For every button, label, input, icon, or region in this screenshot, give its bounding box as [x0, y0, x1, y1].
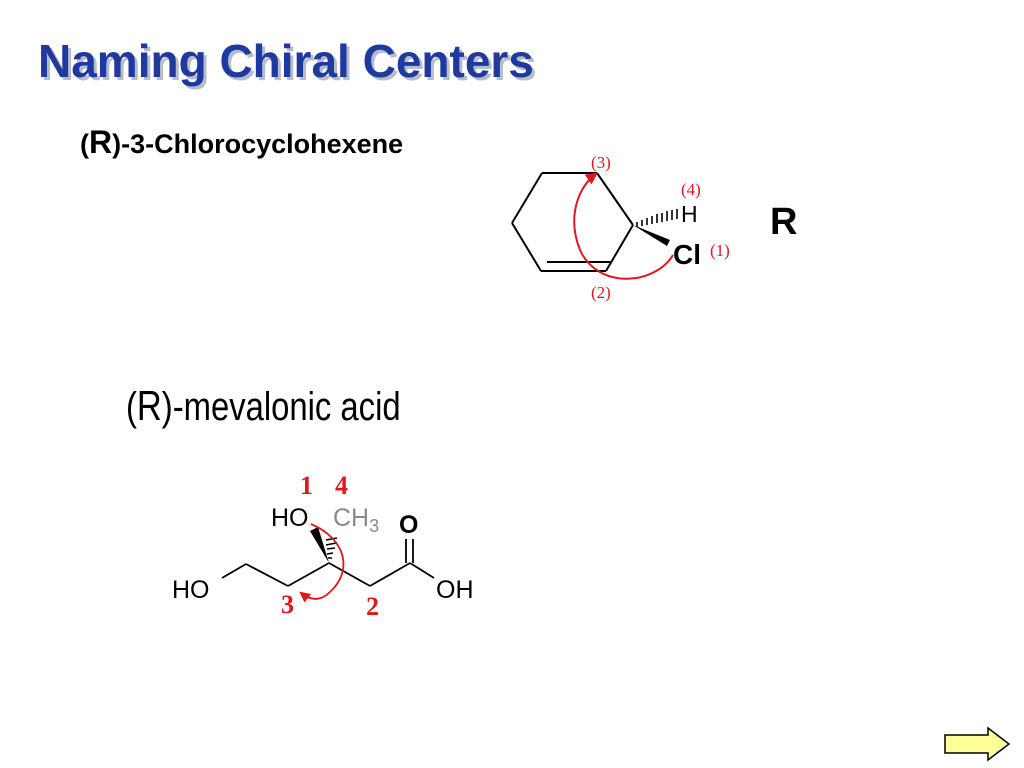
- compound2-config: R: [136, 382, 162, 429]
- compound1-name: (R)-3-Chlorocyclohexene: [80, 124, 403, 161]
- atom-o: O: [399, 511, 418, 539]
- compound1-config: R: [89, 124, 113, 160]
- compound2-rest: )-mevalonic acid: [161, 385, 401, 429]
- priority-label-n1: 1: [300, 471, 313, 500]
- cyclohexene-structure: [511, 172, 634, 272]
- priority-curve-1: [573, 172, 674, 280]
- hash-bond-h: [636, 209, 678, 227]
- mevalonic-acid-structure: [221, 539, 435, 587]
- atom-ho-left: HO: [172, 576, 210, 604]
- atom-cl: Cl: [673, 239, 701, 270]
- compound1-rest: )-3-Chlorocyclohexene: [112, 129, 404, 159]
- priority-curve-2: [299, 523, 345, 603]
- next-slide-button[interactable]: [942, 726, 1012, 762]
- priority-label-2: (2): [591, 283, 611, 302]
- atom-ch: CH3: [333, 504, 379, 536]
- priority-label-n3: 3: [281, 590, 294, 619]
- wedge-bond-ho: [310, 527, 329, 563]
- priority-label-n4: 4: [335, 471, 348, 500]
- slide-title: Naming Chiral Centers: [38, 35, 534, 87]
- priority-label-4: (4): [681, 180, 701, 199]
- atom-h: H: [681, 201, 698, 227]
- result-config: R: [770, 201, 797, 243]
- right-arrow-icon: [944, 726, 1011, 762]
- priority-label-n2: 2: [366, 592, 379, 621]
- priority-label-3: (3): [591, 153, 611, 172]
- atom-oh-right: OH: [436, 576, 474, 604]
- compound1-open-paren: (: [80, 129, 89, 159]
- compound2-open-paren: (: [126, 385, 137, 429]
- priority-label-1: (1): [710, 241, 730, 260]
- compound2-name: (R)-mevalonic acid: [126, 382, 401, 430]
- wedge-bond-cl: [633, 225, 670, 246]
- atom-ho-top: HO: [271, 504, 309, 532]
- hash-bond-ch3: [325, 537, 338, 559]
